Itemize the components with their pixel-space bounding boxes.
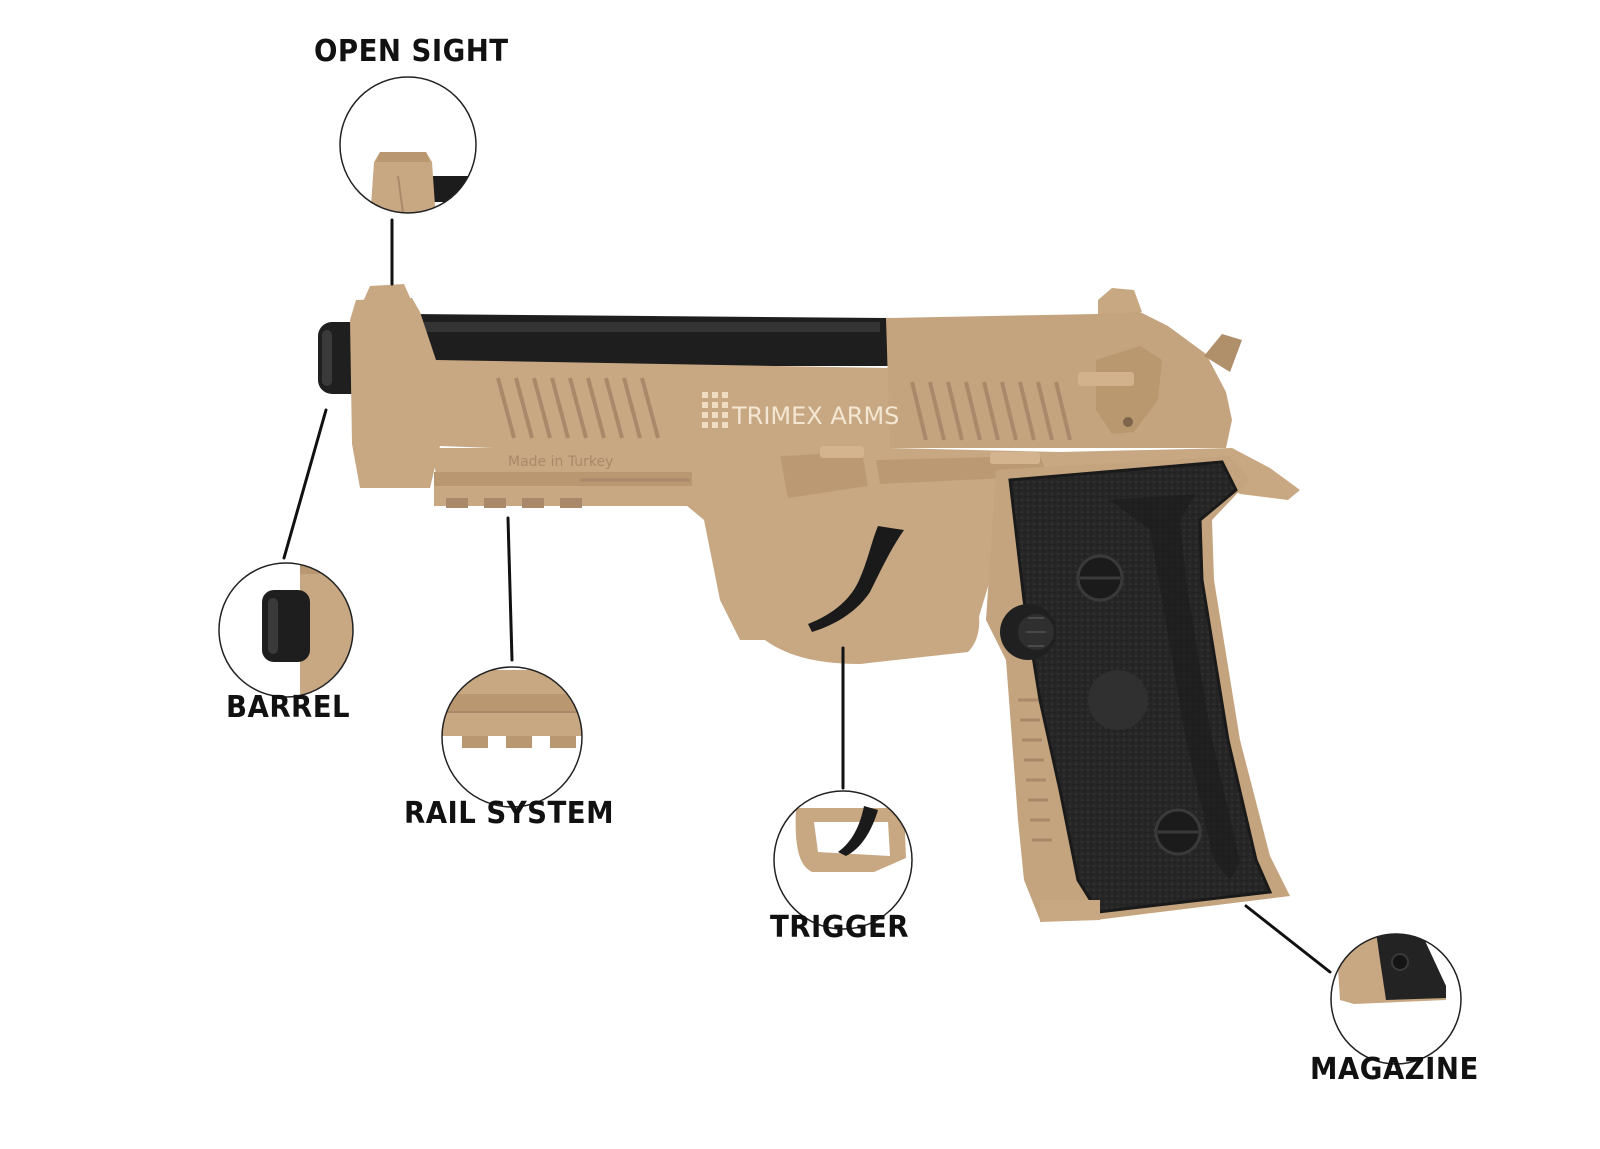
frontstrap-grooves: [1018, 698, 1052, 842]
leader-barrel: [282, 408, 328, 560]
trigger-label: TRIGGER: [770, 910, 909, 945]
grip-screws: [1076, 554, 1202, 856]
magazine-base: [1040, 900, 1100, 922]
leader-lines: [282, 218, 1332, 974]
magazine-label: MAGAZINE: [1310, 1052, 1479, 1087]
trigger: [808, 526, 904, 632]
slide-rear: [886, 298, 1232, 448]
safety-lever: [1078, 346, 1162, 434]
rail-system-detail-icon: [441, 666, 583, 808]
leader-rail-system: [506, 516, 514, 662]
leader-magazine: [1244, 904, 1332, 974]
open-sight-detail-icon: [339, 76, 477, 214]
hammer: [1204, 334, 1242, 372]
brand-logo-mark: [702, 392, 728, 428]
rail-system-label: RAIL SYSTEM: [404, 796, 615, 831]
origin-engraving: Made in Turkey: [508, 454, 613, 470]
front-serrations: [496, 377, 660, 439]
barrel-label: BARREL: [226, 690, 351, 725]
rear-sight: [1098, 288, 1142, 314]
rear-serrations: [910, 381, 1072, 441]
pistol-illustration: TRIMEX ARMS Made in Turkey: [318, 284, 1300, 922]
front-sight: [362, 284, 412, 304]
trigger-detail-icon: [773, 790, 913, 930]
open-sight-label: OPEN SIGHT: [314, 34, 509, 69]
barrel-top: [410, 314, 892, 366]
trigger-guard: [724, 518, 980, 664]
magazine-release: [1000, 604, 1056, 660]
brand-engraving: TRIMEX ARMS: [731, 402, 899, 430]
accessory-rail: [434, 472, 692, 508]
slide-front: [350, 298, 890, 488]
magazine-detail-icon: [1330, 933, 1462, 1065]
barrel-detail-icon: [218, 562, 354, 698]
